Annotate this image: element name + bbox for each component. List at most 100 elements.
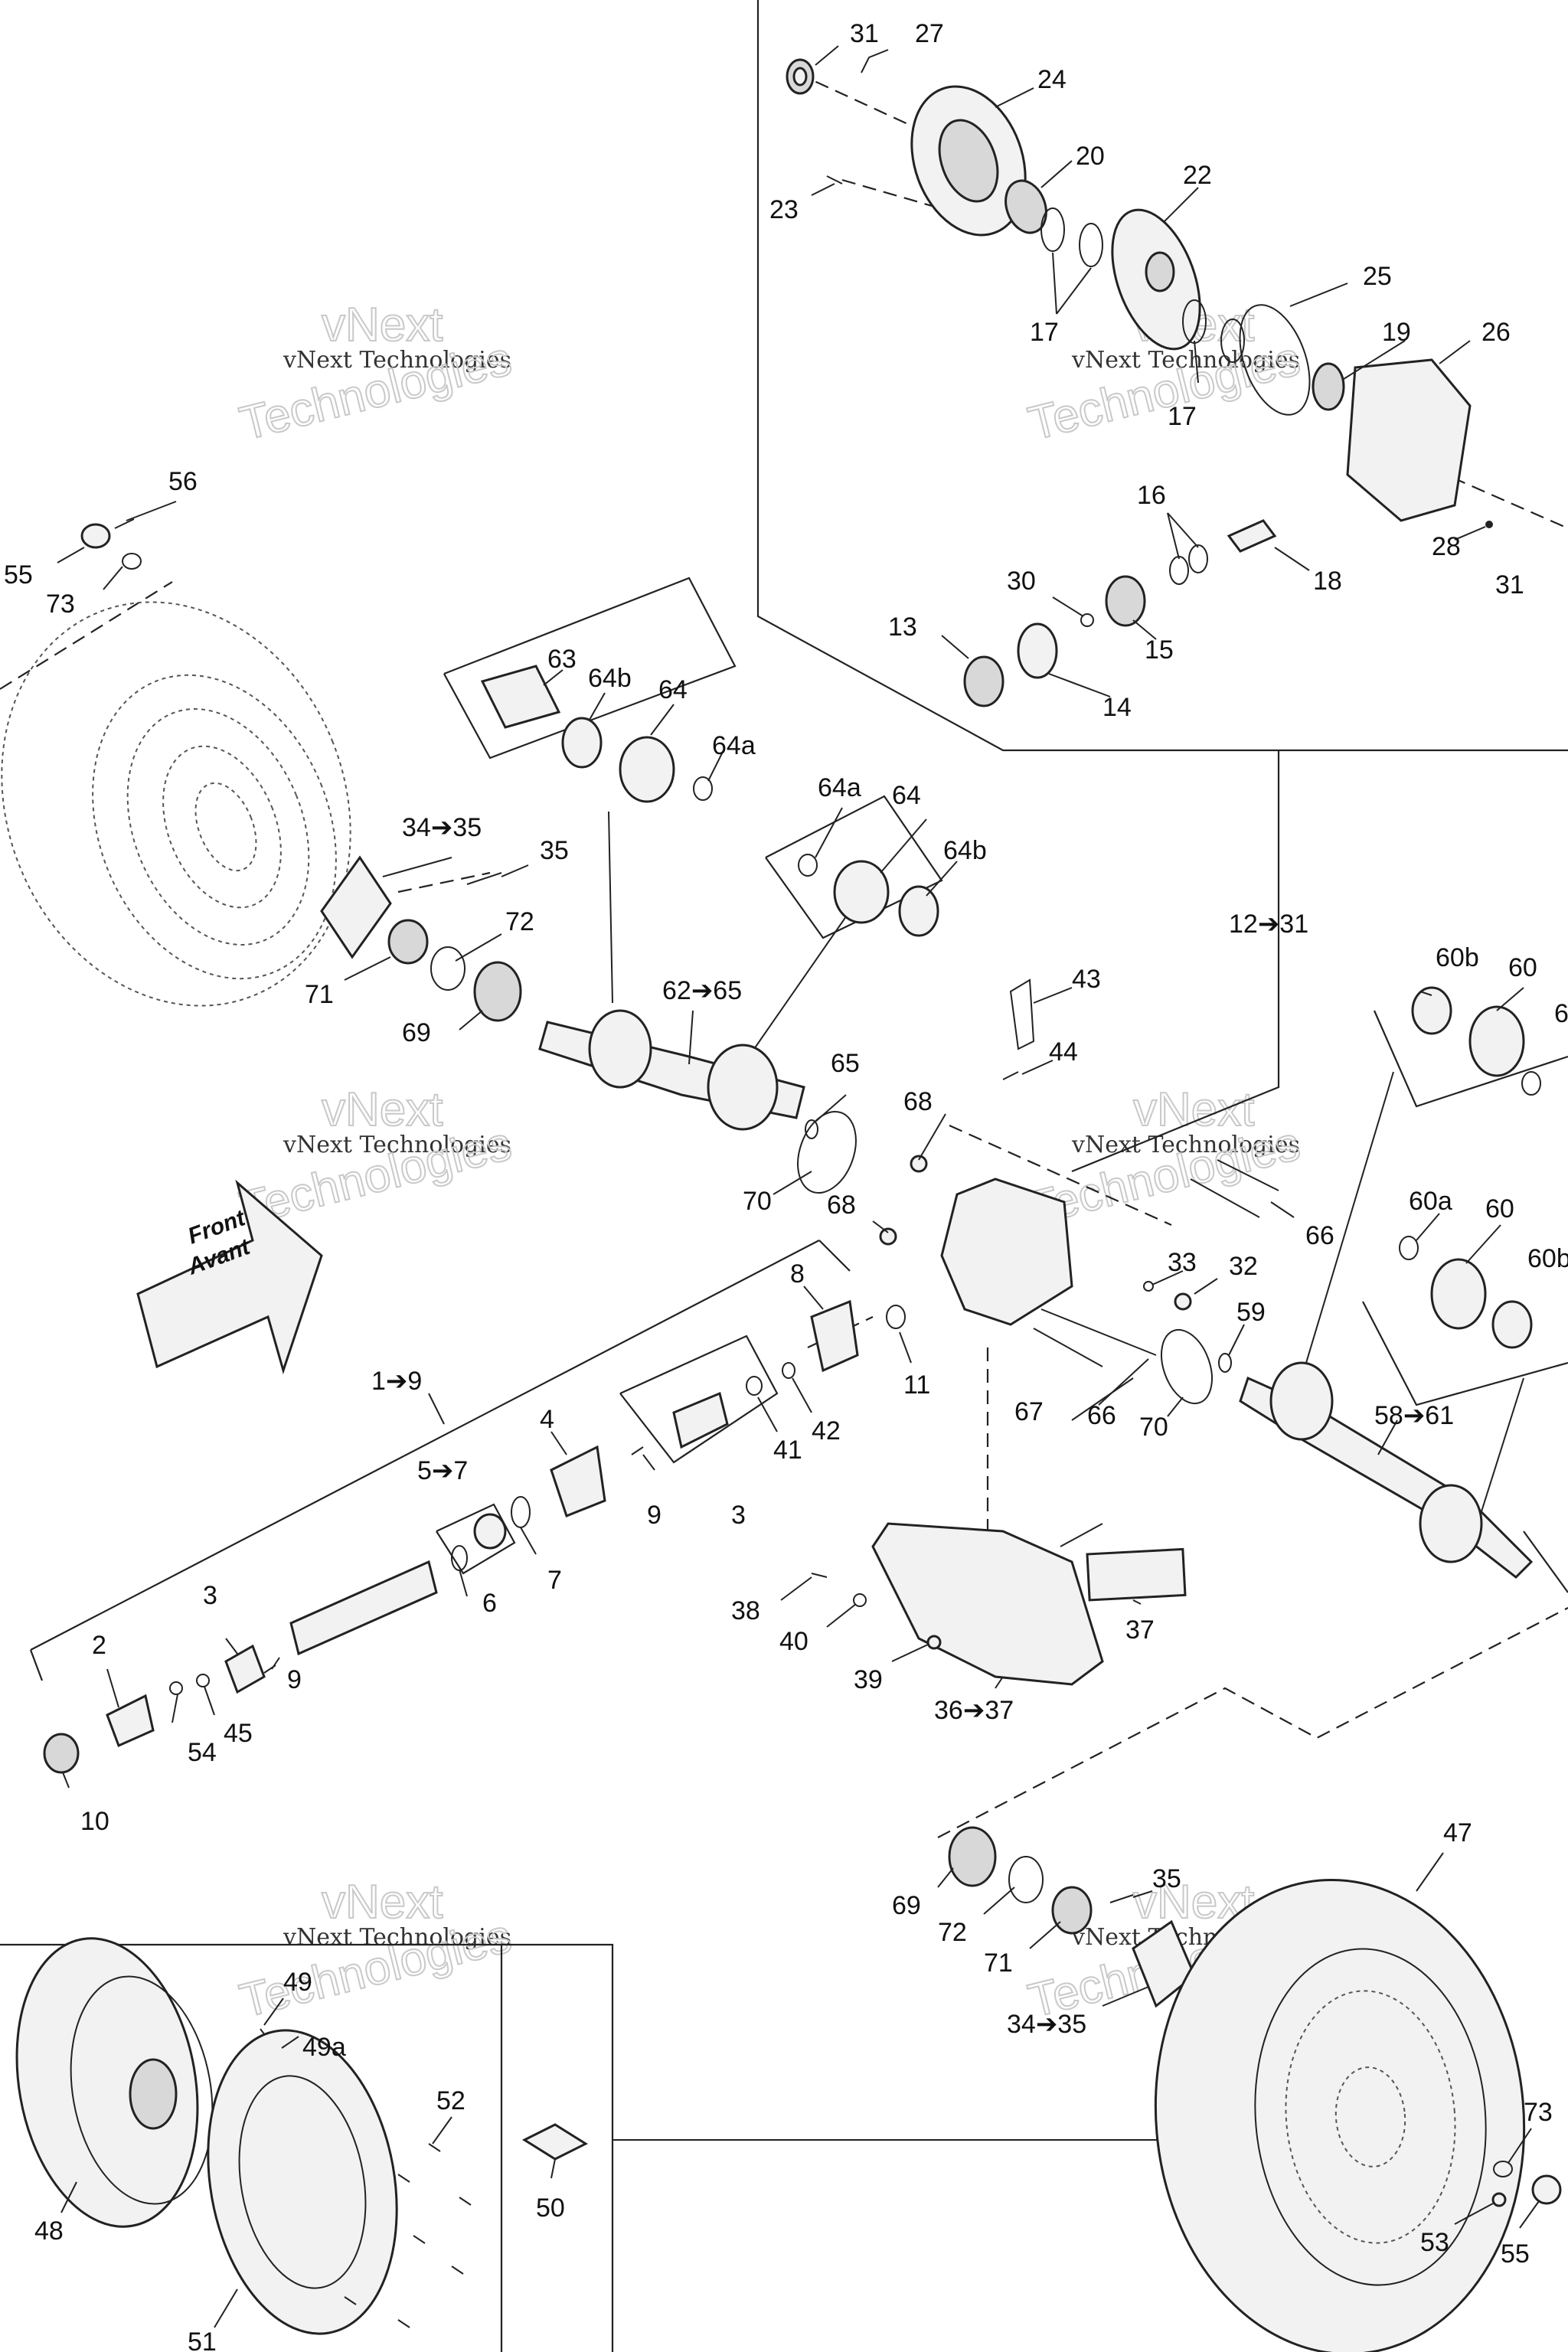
driveshaft-parts: [43, 1299, 859, 1774]
label-15: 15: [1145, 635, 1174, 665]
label-52: 52: [436, 2086, 466, 2115]
pinion-18: [1227, 519, 1277, 553]
label-9a: 9: [647, 1501, 662, 1530]
rim-48: [15, 1937, 199, 2228]
yoke-2: [106, 1694, 155, 1748]
kit-50: [521, 2123, 589, 2161]
label-55: 55: [4, 560, 33, 590]
rim-kit: [15, 1937, 589, 2335]
label-30: 30: [1007, 567, 1036, 596]
label-36-37: 36➔37: [934, 1696, 1014, 1725]
label-45: 45: [224, 1719, 253, 1748]
front-arrow: Front Avant: [136, 1179, 323, 1375]
label-13: 13: [888, 612, 917, 642]
label-63: 63: [547, 645, 577, 674]
boot-60: [1468, 1005, 1525, 1077]
clamp-60a: [1521, 1071, 1541, 1096]
svg-text:vNext Technologies: vNext Technologies: [283, 347, 511, 374]
boot-64: [619, 736, 675, 803]
bolt-35b: [1109, 1894, 1134, 1903]
label-3b: 3: [203, 1581, 217, 1610]
label-26: 26: [1481, 318, 1511, 347]
label-1-9: 1➔9: [371, 1367, 422, 1396]
nut-68a: [910, 1155, 928, 1173]
label-70b: 70: [1139, 1413, 1168, 1442]
svg-text:vNext Technologies: vNext Technologies: [1071, 347, 1300, 374]
label-54: 54: [188, 1738, 217, 1767]
label-34-35b: 34➔35: [1007, 2010, 1086, 2039]
clamp-60b-b: [1491, 1300, 1533, 1349]
label-28: 28: [1432, 532, 1461, 561]
label-32: 32: [1229, 1252, 1258, 1281]
guard-36: [871, 1522, 1104, 1686]
dash-lines: [0, 72, 1568, 1838]
label-31: 31: [850, 19, 879, 48]
ring-72b: [1008, 1856, 1044, 1903]
label-55b: 55: [1501, 2239, 1530, 2269]
label-2: 2: [92, 1631, 106, 1660]
svg-text:vNext Technologies: vNext Technologies: [283, 1132, 511, 1158]
label-71: 71: [305, 980, 334, 1009]
svg-text:vNext: vNext: [322, 1083, 443, 1136]
label-64a-b: 64a: [818, 773, 861, 802]
label-11: 11: [903, 1370, 930, 1400]
label-68: 68: [903, 1087, 933, 1116]
bearing-19: [1312, 362, 1345, 411]
label-51: 51: [188, 2328, 217, 2352]
label-65: 65: [831, 1049, 860, 1078]
bolt-35: [466, 872, 502, 885]
label-43: 43: [1072, 965, 1101, 994]
label-66b: 66: [1087, 1401, 1116, 1430]
vent-43: [1009, 978, 1035, 1050]
label-5-7: 5➔7: [417, 1456, 468, 1485]
boot-60-b: [1430, 1258, 1487, 1330]
front-axle-parts: [80, 518, 939, 1194]
differential-frame: [756, 0, 1568, 1173]
label-50: 50: [536, 2194, 565, 2223]
yoke-4: [550, 1445, 606, 1517]
label-72b: 72: [938, 1918, 967, 1947]
label-58-61: 58➔61: [1374, 1401, 1454, 1430]
label-3: 3: [731, 1501, 746, 1530]
washer-54: [169, 1681, 183, 1695]
box-spring: [436, 1503, 516, 1575]
box-rim-kit: [0, 1943, 1229, 2352]
seal-71b: [1051, 1886, 1093, 1935]
nut-55a: [80, 523, 111, 549]
box-u-joint: [619, 1334, 779, 1464]
watermark-5: vNext vNext Technologies Technologies: [234, 1875, 518, 2029]
rear-cv-inner: [1269, 1361, 1334, 1441]
label-71b: 71: [984, 1949, 1013, 1978]
washer-73b: [1493, 2161, 1513, 2177]
label-69b: 69: [892, 1891, 921, 1920]
clamp-64b-b: [898, 885, 939, 937]
joint-63: [480, 665, 561, 729]
label-72: 72: [505, 907, 534, 936]
label-64-b: 64: [892, 781, 921, 810]
hub-34: [320, 855, 392, 959]
pin-56: [114, 518, 135, 529]
label-24: 24: [1037, 65, 1067, 94]
label-62-65: 62➔65: [662, 976, 742, 1005]
label-27: 27: [915, 19, 944, 48]
spider-3a: [672, 1391, 729, 1449]
label-60: 60: [1508, 953, 1537, 982]
center-case: [879, 978, 1279, 1405]
label-4: 4: [540, 1405, 554, 1434]
stud-53: [1491, 2192, 1507, 2207]
ring-30: [1080, 613, 1094, 627]
label-6x: 6: [1554, 999, 1568, 1028]
label-9b: 9: [287, 1665, 302, 1694]
label-60b-b: 60b: [1527, 1244, 1568, 1273]
box-front-shaft-top: [443, 577, 737, 1004]
label-47: 47: [1443, 1818, 1472, 1847]
seal-13: [963, 655, 1004, 707]
label-59: 59: [1236, 1298, 1266, 1327]
label-33: 33: [1168, 1248, 1197, 1277]
label-44: 44: [1049, 1037, 1078, 1067]
box-rear-shaft-top: [1301, 1010, 1568, 1379]
spacer-14: [1017, 622, 1058, 679]
label-56: 56: [168, 467, 198, 496]
bearing-15: [1105, 575, 1146, 627]
clip-65: [805, 1119, 818, 1139]
